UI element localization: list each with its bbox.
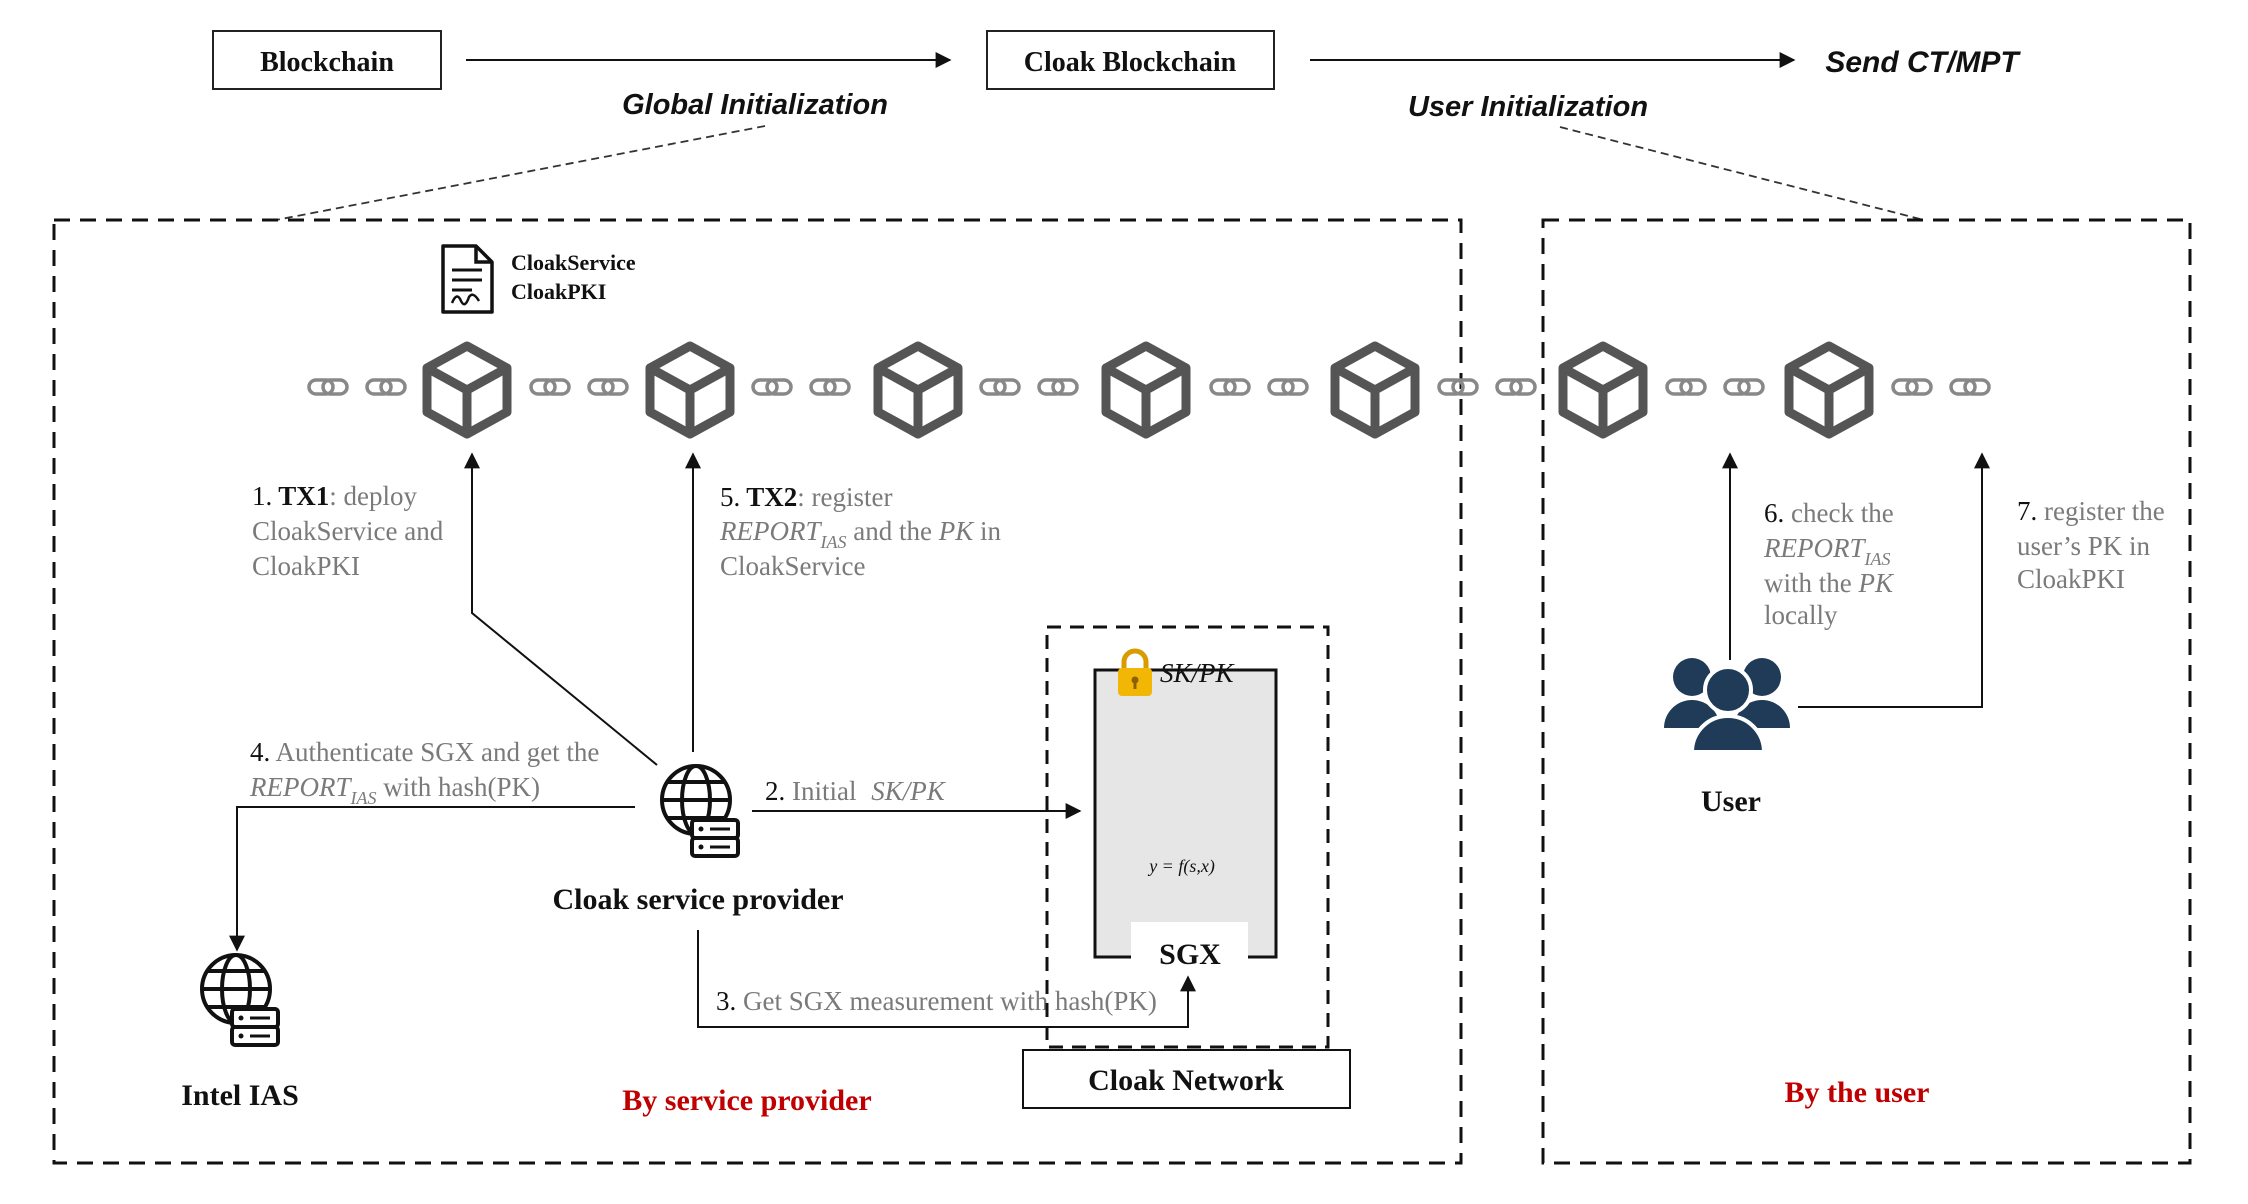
step-6-line4: locally (1764, 600, 1838, 630)
step-6-text: 6. check the (1764, 498, 1894, 528)
step-6-line2: REPORTIAS (1763, 533, 1891, 569)
step-5-text: 5.TX2: register (720, 482, 892, 512)
step-3-text: 3. Get SGX measurement with hash(PK) (716, 986, 1157, 1016)
arrow-register-pk (1798, 452, 1990, 708)
cloak-network-region (1045, 625, 1330, 1049)
chain-link-icon (529, 378, 571, 396)
step-4-line2: REPORTIAS with hash(PK) (249, 772, 540, 808)
block-cube-icon (1335, 346, 1415, 434)
zoom-line-left-a (275, 125, 766, 221)
global-init-label: Global Initialization (622, 89, 888, 121)
lock-icon (1118, 648, 1152, 696)
document-icon (441, 244, 494, 314)
step-5-line3: CloakService (720, 551, 865, 581)
chain-link-icon (307, 378, 349, 396)
block-cube-icon (650, 346, 730, 434)
chain-link-icon (1949, 378, 1991, 396)
chain-link-icon (1891, 378, 1933, 396)
user-init-label: User Initialization (1408, 91, 1648, 123)
block-cube-icon (1106, 346, 1186, 434)
chain-link-icon (1037, 378, 1079, 396)
service-provider-server-icon (660, 764, 740, 858)
step-6-line3: with the PK (1764, 568, 1895, 598)
step-7-text: 7. register the (2017, 496, 2165, 526)
blockchain-box (212, 30, 442, 90)
chain-link-icon (1209, 378, 1251, 396)
sgx-enclave (1093, 668, 1278, 959)
sgx-key-label: SK/PK (1160, 658, 1236, 688)
sgx-label: SGX (1159, 938, 1221, 971)
cloak-blockchain-box (986, 30, 1275, 90)
step-1-line3: CloakPKI (252, 551, 360, 581)
chain-link-icon (809, 378, 851, 396)
arrow-measurement (697, 930, 1196, 1028)
user-label: User (1701, 785, 1761, 818)
block-cube-icon (427, 346, 507, 434)
blockchain-label: Blockchain (260, 47, 394, 78)
service-provider-caption: By service provider (622, 1084, 871, 1117)
chain-link-icon (587, 378, 629, 396)
step-2-text: 2. Initial SK/PK (765, 776, 947, 806)
intel-ias-label: Intel IAS (181, 1079, 299, 1112)
contract-cloakpki: CloakPKI (511, 279, 606, 304)
step-1-line2: CloakService and (252, 516, 444, 546)
chain-link-icon (1665, 378, 1707, 396)
user-caption: By the user (1785, 1076, 1930, 1109)
step-5-line2: REPORTIAS and the PK in (719, 516, 1002, 552)
step-7-line2: user’s PK in (2017, 531, 2151, 561)
chain-link-icon (751, 378, 793, 396)
send-ct-mpt-label: Send CT/MPT (1825, 46, 2021, 79)
chain-link-icon (1723, 378, 1765, 396)
cloak-blockchain-label: Cloak Blockchain (1024, 47, 1237, 78)
cloak-network-box (1022, 1049, 1351, 1109)
block-cube-icon (1563, 346, 1643, 434)
chain-link-icon (979, 378, 1021, 396)
sgx-label-box (1131, 922, 1248, 974)
chain-link-icon (1495, 378, 1537, 396)
intel-ias-server-icon (200, 953, 280, 1047)
sgx-formula: y = f(s,x) (1147, 856, 1215, 877)
zoom-line-right-a (1559, 126, 1925, 221)
arrow-authenticate (229, 806, 635, 952)
user-group-icon (1664, 658, 1790, 754)
step-4-text: 4. Authenticate SGX and get the (250, 737, 599, 767)
arrow-tx1 (464, 452, 658, 766)
chain-link-icon (365, 378, 407, 396)
chain-link-icon (1437, 378, 1479, 396)
user-region (1541, 218, 2192, 1165)
block-cube-icon (878, 346, 958, 434)
chain-link-icon (1267, 378, 1309, 396)
cloak-network-label: Cloak Network (1088, 1064, 1284, 1097)
contract-cloakservice: CloakService (511, 250, 636, 275)
step-7-line3: CloakPKI (2017, 564, 2125, 594)
chain-blocks (427, 346, 1869, 434)
service-provider-label: Cloak service provider (552, 883, 843, 916)
service-provider-region (52, 218, 1463, 1165)
block-cube-icon (1789, 346, 1869, 434)
step-1-text: 1.TX1: deploy (252, 481, 418, 511)
